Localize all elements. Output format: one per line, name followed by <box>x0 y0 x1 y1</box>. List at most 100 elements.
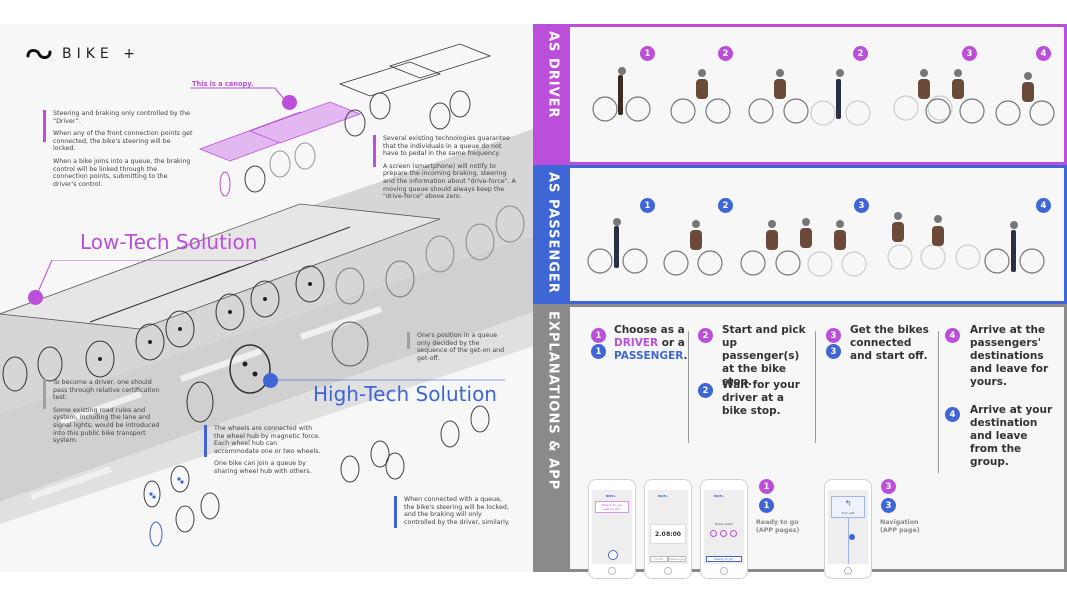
home-button <box>844 567 852 575</box>
step1-text: Choose as a DRIVER or a PASSENGER. <box>614 324 694 363</box>
step1-middle: or a <box>661 337 685 349</box>
step-badge: 4 <box>1036 198 1051 213</box>
turn-card: ↰ Turn Left <box>831 496 865 518</box>
note-bar <box>407 332 410 349</box>
step2-passenger-text: Wait for your driver at a bike stop. <box>722 379 800 417</box>
explanations-section-label: EXPLANATIONS & APP <box>545 311 561 491</box>
driver-word: DRIVER <box>614 337 659 349</box>
step1-prefix: Choose as a <box>614 324 685 336</box>
note-bar <box>204 425 207 457</box>
note-bar <box>394 496 397 528</box>
caption-line: Ready to go <box>756 519 799 526</box>
note-text: When connected with a queue, the bike's … <box>404 496 510 526</box>
step-badge: 2 <box>718 46 733 61</box>
ready-caption: Ready to go (APP pages) <box>756 519 799 535</box>
passenger-section-tab: AS PASSENGER <box>536 168 570 301</box>
passenger-word: PASSENGER <box>614 350 684 362</box>
driver-button[interactable]: Driver <box>650 556 668 562</box>
home-button <box>608 567 616 575</box>
driver-section: AS DRIVER 1 2 2 3 4 <box>533 24 1067 165</box>
step3-text: Get the bikes connected and start off. <box>850 324 929 362</box>
step-badge: 1 <box>640 46 655 61</box>
step-badge-passenger: 1 <box>759 498 774 513</box>
caption-line: (APP pages) <box>756 527 800 534</box>
passenger-button[interactable]: Passenger <box>668 556 686 562</box>
app-screen-destination: BIKE+ Where do you wanna go? <box>588 479 636 579</box>
driver-section-tab: AS DRIVER <box>536 27 570 162</box>
infographic-page: BIKE + This is a canopy. Steering and br… <box>0 24 1067 579</box>
explanations-section-tab: EXPLANATIONS & APP <box>536 307 570 569</box>
caption-line: (APP page) <box>880 527 920 534</box>
step-badge-passenger: 4 <box>945 407 960 422</box>
distance-value: 2.0 <box>655 531 666 538</box>
canopy-label: This is a canopy. <box>192 80 254 88</box>
canopy-marker <box>282 95 297 110</box>
note-text: A screen (smartphone) will notify to pre… <box>383 162 516 201</box>
note-bar <box>43 110 46 142</box>
app-screen-power: BIKE+ Power Index Ready to go! <box>700 479 748 579</box>
brand-logo: BIKE + <box>26 46 140 62</box>
note-steering: Steering and braking only controlled by … <box>43 110 193 193</box>
note-technology: Several existing technologies guarantee … <box>373 135 518 206</box>
explanations-body: 1 1 Choose as a DRIVER or a PASSENGER. 2… <box>570 307 1064 579</box>
power-index-circles <box>710 530 737 537</box>
step-badge-passenger: 1 <box>591 344 606 359</box>
note-text: Several existing technologies guarantee … <box>383 135 511 158</box>
note-certification: To become a driver, one should pass thro… <box>43 379 163 450</box>
column-divider <box>815 331 816 443</box>
wave-logo-icon <box>26 49 52 59</box>
step-badge: 2 <box>853 46 868 61</box>
low-tech-marker <box>28 290 43 305</box>
note-bar <box>43 379 46 409</box>
ready-button[interactable]: Ready to go! <box>706 556 742 562</box>
column-divider <box>688 331 689 443</box>
step2-driver-text: Start and pick up passenger(s) at the bi… <box>722 324 806 388</box>
time-value: 8:00 <box>666 531 681 538</box>
passenger-cyclist-illustrations <box>587 212 1045 277</box>
step-badge: 4 <box>1036 46 1051 61</box>
passenger-section-label: AS PASSENGER <box>545 172 561 294</box>
step-badge-driver: 1 <box>591 328 606 343</box>
step4-driver-text: Arrive at the passengers' destinations a… <box>970 324 1049 388</box>
step4-passenger-text: Arrive at your destination and leave fro… <box>970 404 1053 468</box>
home-button <box>720 567 728 575</box>
location-dot <box>849 534 855 540</box>
step-badge-driver: 1 <box>759 479 774 494</box>
note-wheels: The wheels are connected with the wheel … <box>204 425 324 481</box>
note-text: To become a driver, one should pass thro… <box>53 379 160 402</box>
low-tech-title: Low-Tech Solution <box>80 230 258 254</box>
turn-left-icon: ↰ <box>844 499 852 508</box>
step-badge-passenger: 3 <box>826 344 841 359</box>
app-screen-role: BIKE+ 2.0 8:00 Driver Passenger <box>644 479 692 579</box>
note-position: One's position in a queue only decided b… <box>407 332 507 367</box>
caption-line: Navigation <box>880 519 919 526</box>
step-badge-driver: 4 <box>945 328 960 343</box>
usage-panel: AS DRIVER 1 2 2 3 4 <box>533 24 1067 579</box>
home-button <box>664 567 672 575</box>
step-badge-driver: 3 <box>881 479 896 494</box>
step-badge: 2 <box>718 198 733 213</box>
step-badge-driver: 2 <box>698 328 713 343</box>
mic-icon[interactable] <box>608 550 618 560</box>
note-text: Some existing road rules and system, inc… <box>53 406 160 445</box>
app-brand: BIKE+ <box>658 494 669 498</box>
brand-name: BIKE + <box>62 46 140 62</box>
turn-instruction: Turn Left <box>841 511 855 515</box>
step-badge: 3 <box>854 198 869 213</box>
note-connected: When connected with a queue, the bike's … <box>394 496 514 531</box>
app-brand: BIKE+ <box>714 494 725 498</box>
passenger-section: AS PASSENGER 1 2 3 4 <box>533 165 1067 304</box>
column-divider <box>938 331 939 473</box>
note-text: The wheels are connected with the wheel … <box>214 425 321 455</box>
driver-steps: 1 2 2 3 4 <box>570 27 1064 162</box>
note-text: When a bike joins into a queue, the brak… <box>53 157 191 188</box>
step-badge: 3 <box>962 46 977 61</box>
app-brand: BIKE+ <box>606 494 617 498</box>
explanations-section: EXPLANATIONS & APP 1 1 Choose as a DRIVE… <box>533 304 1067 579</box>
note-text: Steering and braking only controlled by … <box>53 110 191 125</box>
high-tech-title: High-Tech Solution <box>313 382 497 406</box>
destination-search[interactable]: Where do you wanna go? <box>595 501 629 513</box>
step-badge-driver: 3 <box>826 328 841 343</box>
driver-cyclist-illustrations <box>592 67 1055 126</box>
note-text: One's position in a queue only decided b… <box>417 332 505 362</box>
